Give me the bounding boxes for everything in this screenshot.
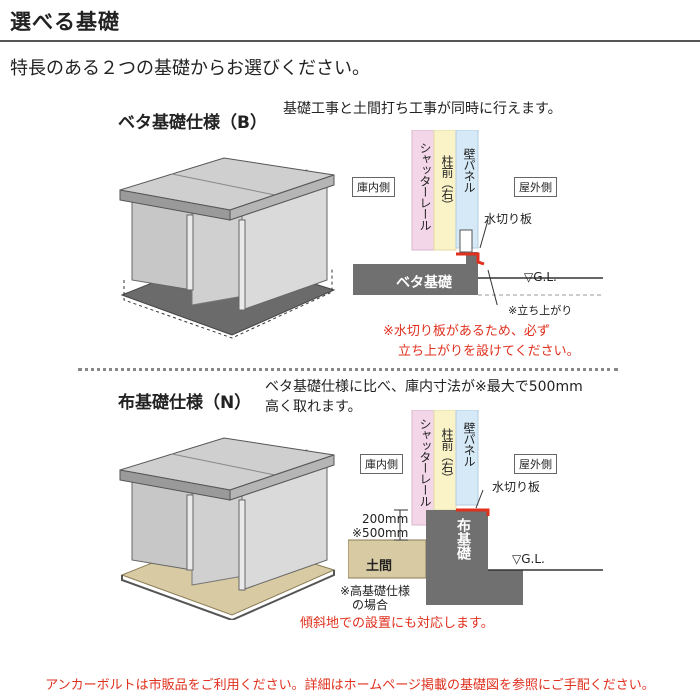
intro-text: 特長のある２つの基礎からお選びください。 bbox=[10, 58, 370, 79]
beta-pillar-label: 柱前（右） bbox=[440, 155, 454, 210]
beta-indoor-label: 庫内側 bbox=[352, 177, 395, 197]
beta-garage-illustration bbox=[119, 157, 336, 339]
beta-note-line2: 立ち上がりを設けてください。 bbox=[398, 344, 580, 359]
nuno-shutter-rail-label: シャッターレール bbox=[418, 418, 432, 506]
beta-description: 基礎工事と土間打ち工事が同時に行えます。 bbox=[283, 101, 562, 117]
nuno-outdoor-label: 屋外側 bbox=[514, 454, 557, 474]
beta-section-label: ベタ基礎仕様（B） bbox=[118, 113, 267, 133]
nuno-dim-500: ※500mm bbox=[352, 526, 409, 540]
page-title: 選べる基礎 bbox=[10, 10, 120, 34]
nuno-drip-label: 水切り板 bbox=[492, 480, 541, 494]
beta-foundation-label: ベタ基礎 bbox=[396, 275, 452, 291]
footer-note: アンカーボルトは市販品をご利用ください。詳細はホームページ掲載の基礎図を参照にご… bbox=[45, 678, 655, 693]
nuno-high-foundation-note-2: の場合 bbox=[352, 598, 389, 612]
beta-section-diagram bbox=[353, 130, 603, 305]
beta-drip-label: 水切り板 bbox=[484, 212, 533, 226]
beta-outdoor-label: 屋外側 bbox=[514, 177, 557, 197]
beta-rise-label: ※立ち上がり bbox=[508, 304, 573, 317]
nuno-description-line2: 高く取れます。 bbox=[265, 399, 362, 415]
nuno-doma-label: 土間 bbox=[366, 559, 393, 574]
nuno-high-foundation-note-1: ※高基礎仕様 bbox=[340, 584, 411, 598]
nuno-pillar-label: 柱前（右） bbox=[440, 428, 454, 483]
nuno-section-diagram bbox=[348, 410, 603, 605]
beta-shutter-rail-label: シャッターレール bbox=[418, 142, 432, 230]
nuno-section-label: 布基礎仕様（N） bbox=[118, 393, 252, 413]
beta-wall-panel-label: 壁パネル bbox=[462, 148, 476, 192]
nuno-garage-illustration bbox=[119, 437, 336, 620]
title-divider bbox=[0, 40, 700, 42]
beta-note-line1: ※水切り板があるため、必ず bbox=[383, 324, 550, 339]
nuno-dim-200: 200mm bbox=[362, 512, 409, 526]
section-divider bbox=[78, 368, 618, 371]
nuno-wall-panel-label: 壁パネル bbox=[462, 422, 476, 466]
nuno-gl-label: ▽G.L. bbox=[512, 552, 545, 566]
nuno-indoor-label: 庫内側 bbox=[360, 454, 403, 474]
nuno-slope-note: 傾斜地での設置にも対応します。 bbox=[300, 616, 494, 631]
nuno-description-line1: ベタ基礎仕様に比べ、庫内寸法が※最大で500mm bbox=[265, 379, 583, 395]
nuno-foundation-label: 布基礎 bbox=[455, 518, 471, 560]
beta-gl-label: ▽G.L. bbox=[524, 270, 557, 284]
